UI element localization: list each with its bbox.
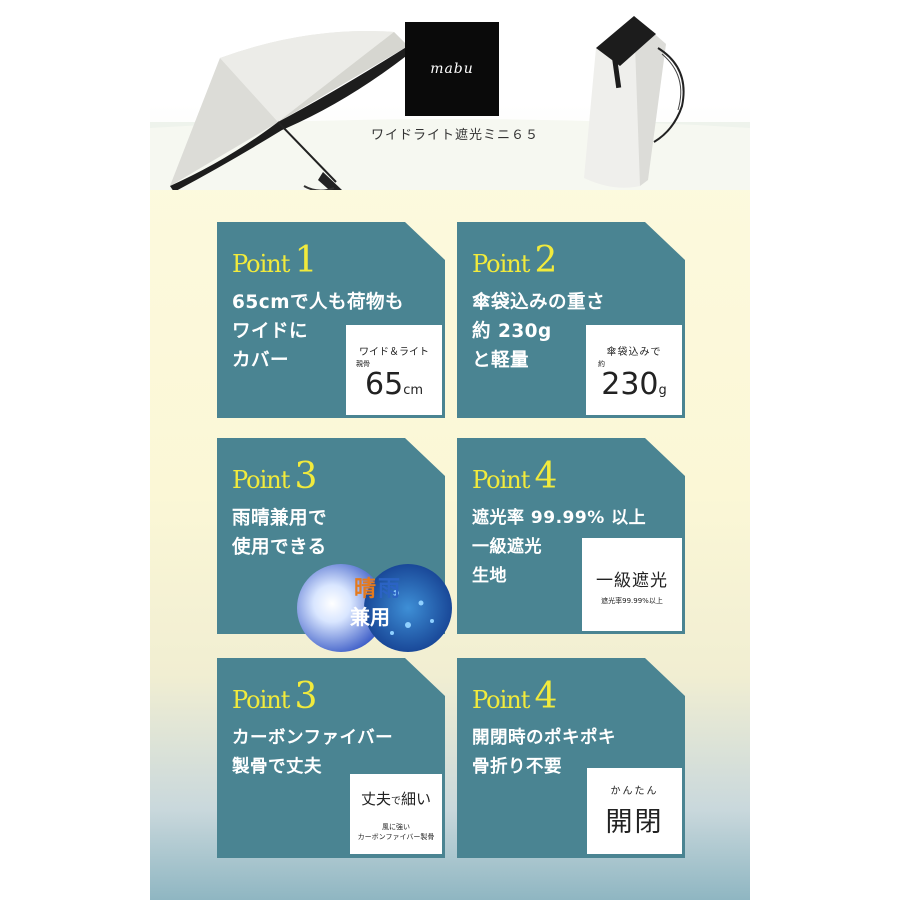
- point-label: Point 3: [232, 456, 317, 497]
- point-number: 1: [294, 240, 318, 281]
- spec-caption: ワイド＆ライト: [359, 347, 429, 358]
- spec-value: 一級遮光: [596, 571, 668, 591]
- closed-umbrella-image: [584, 16, 685, 188]
- point-word: Point: [472, 250, 530, 278]
- spec-caption: 傘袋込みで: [606, 347, 662, 358]
- point-card-5: Point 3 カーボンファイバー 製骨で丈夫 丈夫で細い 風に強い カーボンフ…: [217, 658, 445, 858]
- point-card-2: Point 2 傘袋込みの重さ 約 230g と軽量 傘袋込みで 約 230g: [457, 222, 685, 418]
- spec-box: 丈夫で細い 風に強い カーボンファイバー製骨: [350, 774, 442, 854]
- heading-line: 一級遮光: [472, 537, 542, 557]
- point-word: Point: [472, 686, 530, 714]
- point-label: Point 3: [232, 676, 317, 717]
- point-heading: 65cmで人も荷物も ワイドに カバー: [232, 288, 447, 375]
- spec-sub: 約: [598, 360, 605, 368]
- point-card-1: Point 1 65cmで人も荷物も ワイドに カバー ワイド＆ライト 親骨 6…: [217, 222, 445, 418]
- spec-sub: 親骨: [356, 360, 370, 368]
- heading-line: 開閉時のポキポキ: [472, 728, 616, 748]
- spec-word-mid: で: [391, 796, 401, 807]
- point-word: Point: [472, 466, 530, 494]
- spec-caption-1: 風に強い: [382, 823, 410, 831]
- product-banner: mabu ワイドライト遮光ミニ６５ Point 1 65cmで人も荷物も ワイド…: [150, 0, 750, 900]
- rain-sun-badge: 晴 雨 兼用: [296, 563, 454, 653]
- spec-value: 開閉: [605, 807, 664, 838]
- heading-line: と軽量: [472, 350, 530, 371]
- heading-line: 骨折り不要: [472, 757, 562, 777]
- spec-caption: 遮光率99.99%以上: [601, 597, 663, 605]
- point-label: Point 1: [232, 240, 317, 281]
- spec-word-b: 細い: [401, 790, 432, 808]
- weather-icon: [297, 564, 452, 652]
- heading-line: 約 230g: [472, 321, 552, 342]
- spec-caption: かんたん: [610, 786, 659, 797]
- heading-line: 生地: [472, 566, 507, 586]
- point-label: Point 2: [472, 240, 557, 281]
- heading-line: カバー: [232, 350, 290, 371]
- point-heading: 開閉時のポキポキ 骨折り不要: [472, 724, 687, 782]
- heading-line: カーボンファイバー: [232, 728, 394, 748]
- point-word: Point: [232, 466, 290, 494]
- spec-number: 65: [365, 367, 404, 402]
- rain-label: 雨: [378, 576, 401, 602]
- point-word: Point: [232, 686, 290, 714]
- spec-word-a: 丈夫: [360, 790, 391, 808]
- spec-value: 230g: [586, 367, 682, 402]
- spec-box: かんたん 開閉: [587, 768, 682, 854]
- heading-line: 傘袋込みの重さ: [472, 292, 606, 313]
- brand-logo: mabu: [405, 22, 499, 116]
- point-heading: 傘袋込みの重さ 約 230g と軽量: [472, 288, 687, 375]
- point-number: 2: [534, 240, 558, 281]
- heading-line: ワイドに: [232, 321, 309, 342]
- header: mabu ワイドライト遮光ミニ６５: [150, 0, 750, 190]
- brand-text: mabu: [430, 61, 474, 77]
- point-heading: 遮光率 99.99% 以上 一級遮光 生地: [472, 504, 687, 591]
- point-label: Point 4: [472, 676, 557, 717]
- sun-label: 晴: [354, 576, 377, 602]
- point-number: 4: [534, 456, 558, 497]
- both-label: 兼用: [350, 605, 390, 629]
- spec-number: 230: [601, 367, 659, 402]
- heading-line: 使用できる: [232, 537, 327, 558]
- spec-box: ワイド＆ライト 親骨 65cm: [346, 325, 442, 415]
- point-number: 4: [534, 676, 558, 717]
- point-label: Point 4: [472, 456, 557, 497]
- point-heading: 雨晴兼用で 使用できる: [232, 504, 447, 562]
- open-umbrella-image: [170, 31, 408, 190]
- heading-line: 遮光率 99.99% 以上: [472, 508, 647, 528]
- spec-value: 65cm: [346, 367, 442, 402]
- heading-line: 65cmで人も荷物も: [232, 292, 404, 313]
- spec-value: 丈夫で細い: [350, 788, 442, 809]
- point-heading: カーボンファイバー 製骨で丈夫: [232, 724, 447, 782]
- spec-unit: cm: [403, 383, 423, 398]
- product-name: ワイドライト遮光ミニ６５: [370, 128, 539, 143]
- point-card-4: Point 4 遮光率 99.99% 以上 一級遮光 生地 一級遮光 遮光率99…: [457, 438, 685, 634]
- spec-box: 傘袋込みで 約 230g: [586, 325, 682, 415]
- point-number: 3: [294, 676, 318, 717]
- point-number: 3: [294, 456, 318, 497]
- heading-line: 雨晴兼用で: [232, 508, 328, 529]
- spec-unit: g: [658, 383, 667, 398]
- point-card-6: Point 4 開閉時のポキポキ 骨折り不要 かんたん 開閉: [457, 658, 685, 858]
- spec-box: 一級遮光 遮光率99.99%以上: [582, 538, 682, 631]
- spec-caption-2: カーボンファイバー製骨: [357, 833, 435, 841]
- heading-line: 製骨で丈夫: [232, 757, 322, 777]
- point-word: Point: [232, 250, 290, 278]
